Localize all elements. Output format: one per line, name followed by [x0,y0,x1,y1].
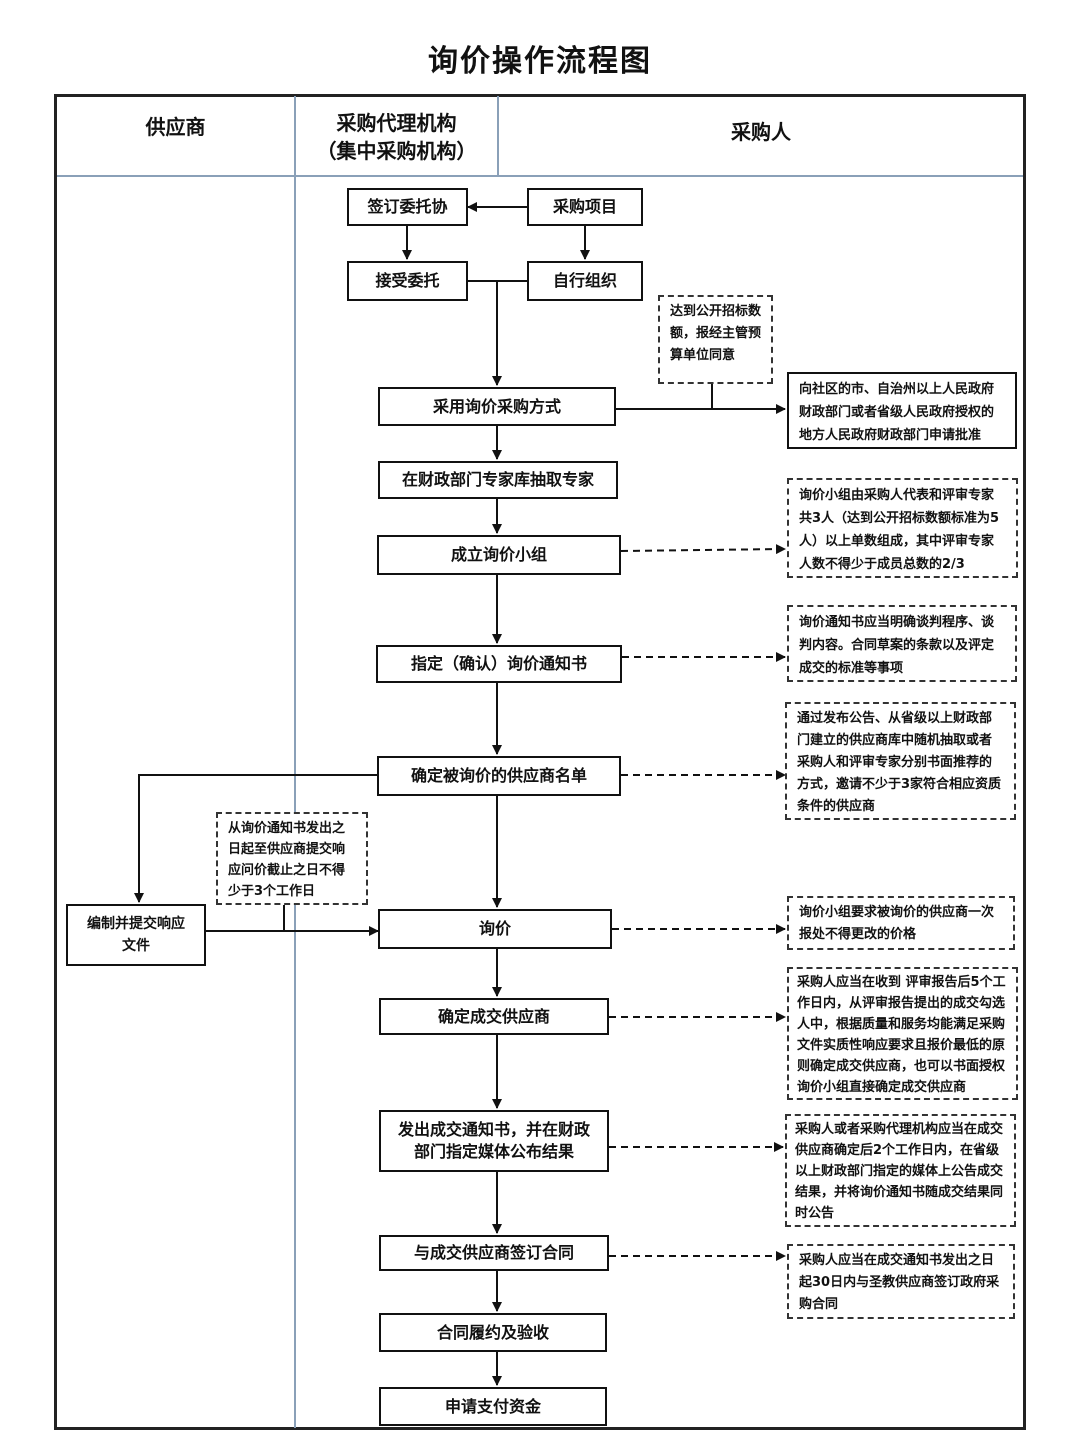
note-threshold: 达到公开招标数额，报经主管预算单位同意 [658,295,773,384]
step-sign-commission: 签订委托协 [347,188,468,226]
lane-agency: 采购代理机构 （集中采购机构） [296,109,497,165]
step-adopt-inquiry: 采用询价采购方式 [378,387,616,426]
flowchart-frame [54,94,1026,1430]
lane-divider-1 [294,96,296,1428]
step-designate-notice: 指定（确认）询价通知书 [376,645,622,683]
step-sign-contract: 与成交供应商签订合同 [379,1235,609,1271]
note-confirm-deadline: 采购人应当在收到 评审报告后5个工作日内，从评审报告提出的成交勾选人中，根据质量… [787,967,1018,1100]
step-accept-commission: 接受委托 [347,261,468,301]
note-group-composition: 询价小组由采购人代表和评审专家共3人（达到公开招标数额标准为5人）以上单数组成，… [787,478,1018,578]
step-form-group: 成立询价小组 [377,535,621,575]
note-supplier-selection: 通过发布公告、从省级以上财政部门建立的供应商库中随机抽取或者采购人和评审专家分别… [785,702,1016,820]
step-perform-accept: 合同履约及验收 [379,1313,607,1352]
step-procurement-project: 采购项目 [527,188,643,226]
step-confirm-suppliers: 确定被询价的供应商名单 [377,756,621,796]
lane-agency-line1: 采购代理机构 [336,111,457,135]
note-one-quote: 询价小组要求被询价的供应商一次报处不得更改的价格 [787,896,1015,950]
lane-supplier: 供应商 [145,115,206,139]
step-self-organize: 自行组织 [527,261,643,301]
step-draw-experts: 在财政部门专家库抽取专家 [378,461,618,499]
lane-purchaser: 采购人 [731,120,791,144]
step-prepare-response: 编制并提交响应文件 [66,904,206,966]
note-contract-deadline: 采购人应当在成交通知书发出之日起30日内与圣教供应商签订政府采购合同 [787,1244,1015,1319]
note-approval: 向社区的市、自治州以上人民政府财政部门或者省级人民政府授权的地方人民政府财政部门… [787,372,1017,449]
step-issue-notice: 发出成交通知书，并在财政部门指定媒体公布结果 [379,1110,609,1172]
lane-agency-line2: （集中采购机构） [316,139,477,163]
note-response-deadline: 从询价通知书发出之日起至供应商提交响应问价截止之日不得少于3个工作日 [216,812,368,905]
note-notice-content: 询价通知书应当明确谈判程序、谈判内容。合同草案的条款以及评定成交的标准等事项 [787,605,1017,682]
header-divider [57,175,1023,177]
lane-divider-2 [497,96,499,176]
step-apply-payment: 申请支付资金 [379,1387,607,1426]
step-determine-supplier: 确定成交供应商 [379,998,609,1035]
note-publish-deadline: 采购人或者采购代理机构应当在成交供应商确定后2个工作日内，在省级以上财政部门指定… [785,1114,1016,1227]
step-inquiry: 询价 [378,909,612,949]
page-title: 询价操作流程图 [428,44,652,79]
